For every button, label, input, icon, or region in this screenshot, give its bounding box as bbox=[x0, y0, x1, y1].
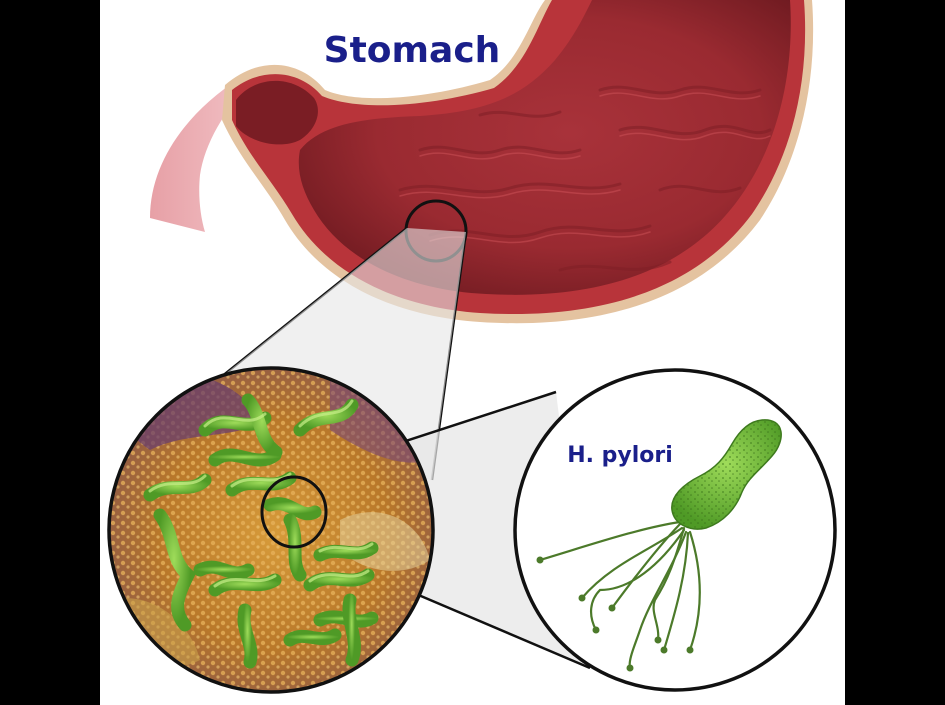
stomach-inner-lining bbox=[298, 0, 791, 295]
magnifier-inner-circle bbox=[260, 475, 328, 549]
rugae-folds bbox=[398, 85, 772, 272]
bacterium-label: H. pylori bbox=[567, 443, 673, 468]
bacterium-texture bbox=[671, 419, 782, 530]
stomach-illustration bbox=[150, 0, 814, 324]
rugae-highlights bbox=[399, 92, 771, 244]
flagella bbox=[538, 520, 701, 670]
stomach-cardia-pocket bbox=[236, 80, 318, 145]
bacteria-cluster bbox=[143, 393, 379, 669]
esophagus bbox=[150, 70, 265, 232]
stomach-label: Stomach bbox=[324, 30, 501, 71]
tissue-circle-outline bbox=[107, 366, 435, 694]
flagella-tips bbox=[536, 556, 694, 672]
magnified-tissue-view bbox=[107, 366, 435, 694]
bacterium-view bbox=[513, 368, 837, 692]
